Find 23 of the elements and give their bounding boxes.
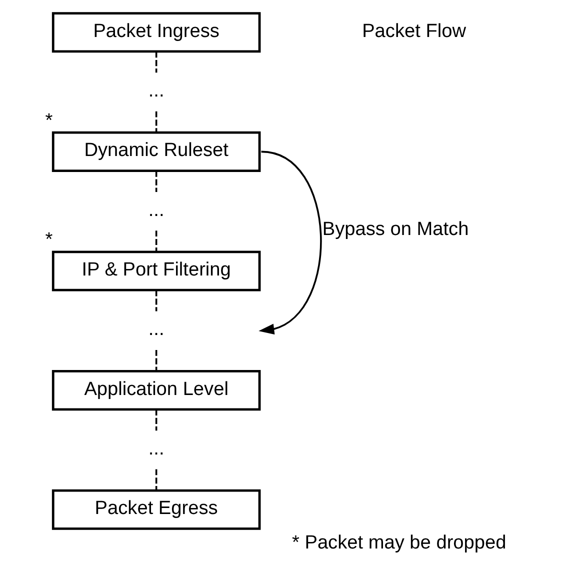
node-label: * <box>44 110 52 132</box>
node-text: ... <box>148 80 164 102</box>
node-box: IP & Port Filtering <box>51 250 260 292</box>
connector <box>154 171 157 192</box>
connector <box>154 52 157 73</box>
node-text: ... <box>148 200 164 221</box>
edge-label: Bypass on Match <box>322 218 468 240</box>
node-box: Packet Egress <box>51 489 260 530</box>
connector <box>154 111 157 132</box>
connector <box>154 469 157 490</box>
node-box: Dynamic Ruleset <box>51 131 260 172</box>
label: Packet Flow <box>362 20 466 42</box>
connector <box>154 410 157 431</box>
node-text: ... <box>148 319 164 340</box>
connector <box>154 230 157 252</box>
connector <box>154 350 157 371</box>
node-box: Packet Ingress <box>51 12 260 53</box>
connector <box>154 290 157 312</box>
arrow <box>258 150 322 334</box>
caption: * Packet may be dropped <box>291 532 506 554</box>
node-text: ... <box>148 438 164 460</box>
node-box: Application Level <box>51 370 260 411</box>
node-label: * <box>44 230 52 251</box>
